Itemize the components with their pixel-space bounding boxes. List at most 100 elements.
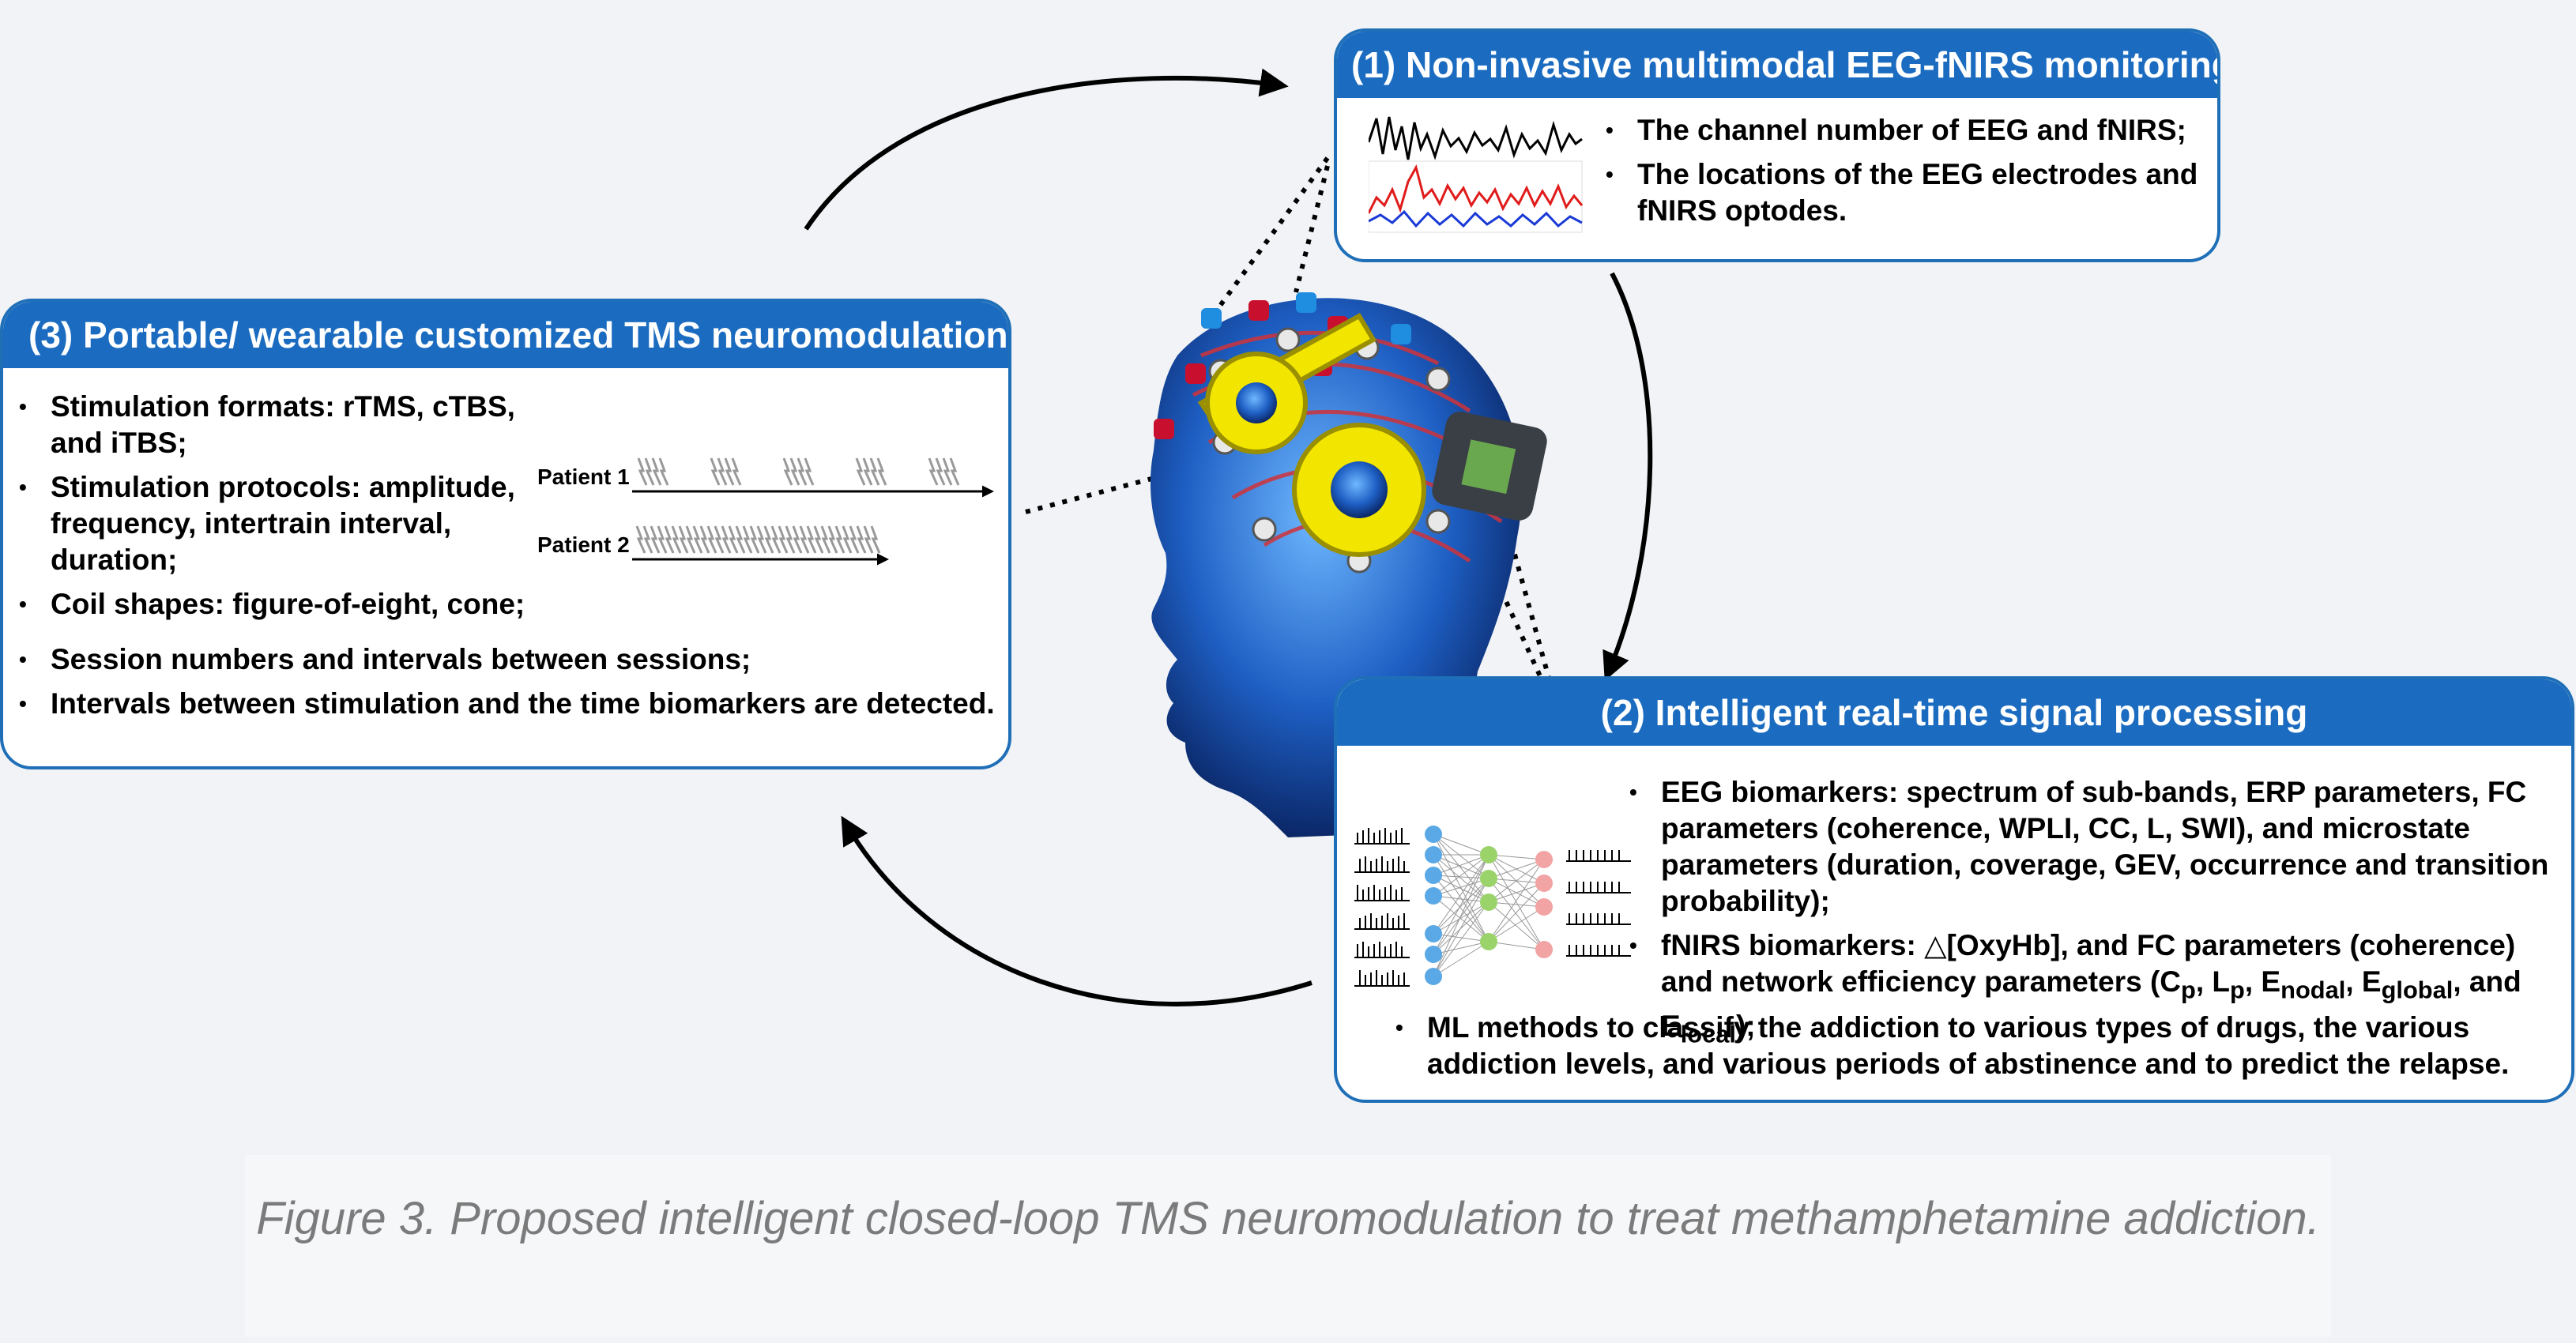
stimulation-timelines bbox=[632, 457, 994, 566]
connection bbox=[1488, 859, 1545, 942]
pulse-mark bbox=[942, 457, 953, 486]
pulse-mark bbox=[685, 525, 696, 554]
pulse-mark bbox=[785, 525, 796, 554]
connection bbox=[1433, 878, 1489, 935]
pulse-mark bbox=[644, 457, 655, 486]
connection bbox=[1433, 901, 1489, 977]
pulse-mark bbox=[876, 457, 887, 486]
connection bbox=[1488, 901, 1545, 950]
connection bbox=[1488, 878, 1545, 950]
connection bbox=[1433, 854, 1489, 942]
connection bbox=[1488, 854, 1545, 860]
connection bbox=[1433, 854, 1489, 977]
pulse-mark bbox=[782, 457, 793, 486]
neuron bbox=[1425, 826, 1442, 843]
network-connections bbox=[1433, 833, 1545, 977]
connection bbox=[1433, 854, 1489, 935]
pulse-mark bbox=[849, 525, 860, 554]
pulse-mark bbox=[842, 525, 853, 554]
connection bbox=[1488, 854, 1545, 950]
figure-caption-area: Figure 3. Proposed intelligent closed-lo… bbox=[245, 1155, 2331, 1337]
bullet-electrode-locations: The locations of the EEG electrodes and … bbox=[1602, 156, 2203, 229]
pulse-mark bbox=[692, 525, 703, 554]
pulse-mark bbox=[658, 457, 669, 486]
pulse-mark bbox=[856, 525, 867, 554]
pulse-mark bbox=[724, 457, 735, 486]
connection bbox=[1488, 882, 1545, 903]
pulse-mark bbox=[706, 525, 717, 554]
neuron bbox=[1480, 893, 1497, 911]
neuron bbox=[1480, 933, 1497, 950]
arrow-to-tms bbox=[841, 815, 1312, 1006]
bullet-stimulation-formats: Stimulation formats: rTMS, cTBS, and iTB… bbox=[16, 389, 525, 461]
bullet-stimulation-protocols: Stimulation protocols: amplitude, freque… bbox=[16, 469, 540, 578]
connection bbox=[1433, 875, 1489, 942]
pulse-mark bbox=[699, 525, 710, 554]
patient-2-pulse-trains bbox=[635, 525, 881, 554]
neuron bbox=[1535, 898, 1553, 916]
connection bbox=[1488, 859, 1545, 879]
pulse-mark bbox=[735, 525, 746, 554]
connection bbox=[1433, 933, 1489, 942]
signal-waveforms bbox=[1369, 116, 1584, 233]
pulse-mark bbox=[792, 525, 803, 554]
pulse-mark bbox=[749, 525, 760, 554]
pulse-mark bbox=[928, 457, 939, 486]
neuron bbox=[1480, 846, 1497, 863]
pulse-mark bbox=[863, 525, 874, 554]
pulse-mark bbox=[770, 525, 781, 554]
pulse-mark bbox=[717, 457, 728, 486]
deoxyhb-waveform bbox=[1369, 209, 1583, 228]
pulse-mark bbox=[869, 457, 880, 486]
pulse-mark bbox=[855, 457, 866, 486]
connection bbox=[1488, 859, 1545, 903]
bullet-intervals: Intervals between stimulation and the ti… bbox=[16, 686, 1008, 722]
pulse-mark bbox=[763, 525, 774, 554]
pulse-mark bbox=[721, 525, 732, 554]
pulse-mark bbox=[710, 457, 721, 486]
network-nodes bbox=[1425, 826, 1553, 985]
connection bbox=[1433, 875, 1489, 903]
connection bbox=[1433, 878, 1489, 897]
neuron bbox=[1425, 846, 1442, 863]
oxyhb-waveform bbox=[1369, 164, 1584, 214]
spike-train-inputs bbox=[1354, 828, 1631, 987]
pulse-mark bbox=[789, 457, 800, 486]
neuron bbox=[1535, 875, 1553, 892]
connection bbox=[1433, 941, 1489, 955]
pulse-mark bbox=[935, 457, 946, 486]
panel-eeg-fnirs-monitoring: (1) Non-invasive multimodal EEG-fNIRS mo… bbox=[1334, 28, 2220, 262]
pulse-mark bbox=[870, 525, 881, 554]
pulse-mark bbox=[650, 525, 661, 554]
pulse-mark bbox=[813, 525, 824, 554]
patient-2-label: Patient 2 bbox=[537, 532, 630, 557]
neuron bbox=[1425, 946, 1442, 963]
neuron bbox=[1535, 941, 1553, 958]
pulse-mark bbox=[728, 525, 739, 554]
pulse-mark bbox=[731, 457, 742, 486]
bullet-channel-number: The channel number of EEG and fNIRS; bbox=[1602, 112, 2203, 149]
coil-holes bbox=[1236, 382, 1388, 518]
connection bbox=[1488, 941, 1545, 950]
connection bbox=[1433, 854, 1489, 876]
connection bbox=[1433, 854, 1489, 955]
connection bbox=[1433, 878, 1489, 977]
pulse-mark bbox=[804, 457, 815, 486]
connection bbox=[1433, 901, 1489, 935]
connection bbox=[1433, 854, 1489, 897]
connection bbox=[1433, 941, 1489, 977]
pulse-mark bbox=[820, 525, 831, 554]
arrow-to-processing bbox=[1602, 272, 1653, 681]
pulse-mark bbox=[642, 525, 653, 554]
connection bbox=[1433, 833, 1489, 942]
pulse-mark bbox=[651, 457, 662, 486]
pulse-mark bbox=[862, 457, 873, 486]
bullet-ml-methods: ML methods to classify the addiction to … bbox=[1392, 1010, 2562, 1082]
connection bbox=[1433, 895, 1489, 903]
pulse-mark bbox=[657, 525, 668, 554]
connection bbox=[1433, 895, 1489, 942]
panel-tms-neuromodulation: (3) Portable/ wearable customized TMS ne… bbox=[0, 299, 1011, 769]
pulse-mark bbox=[827, 525, 838, 554]
pulse-mark bbox=[671, 525, 682, 554]
pulse-mark bbox=[742, 525, 753, 554]
